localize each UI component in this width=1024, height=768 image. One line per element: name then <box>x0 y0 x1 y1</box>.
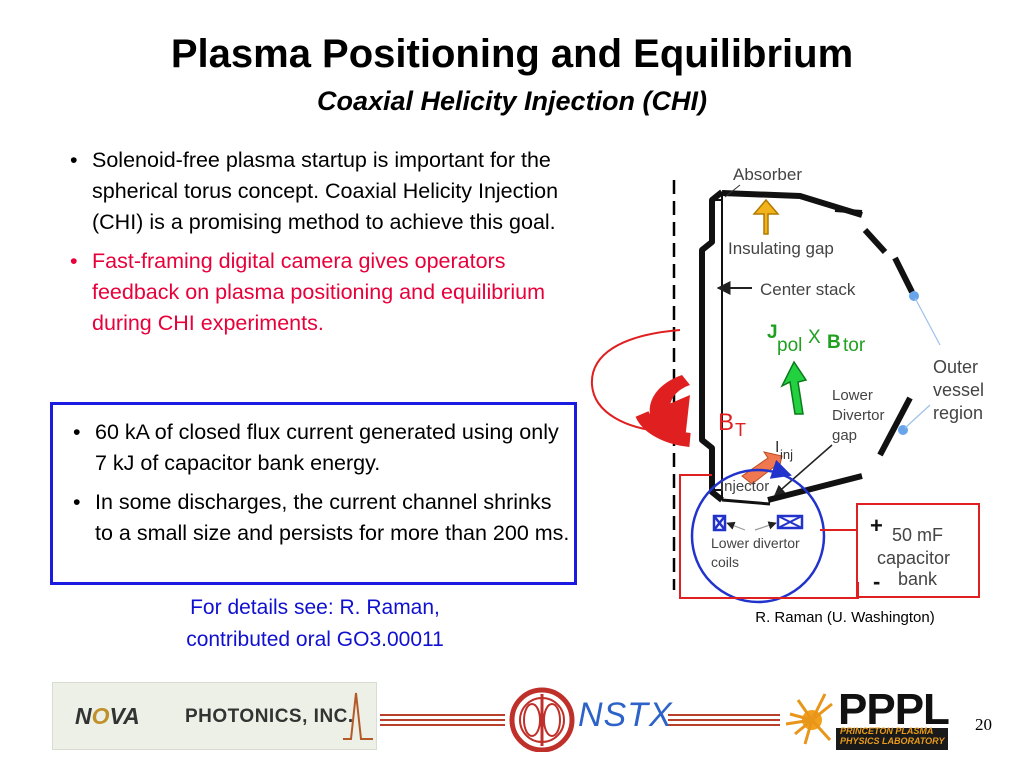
footer-lines <box>380 687 948 752</box>
bt-subscript: T <box>735 420 746 440</box>
capacitor-label-1: 50 mF <box>892 525 943 545</box>
outer-vessel-label-1: Outer <box>933 357 978 377</box>
j-label: J <box>767 322 778 343</box>
bt-thin-arc <box>590 329 681 433</box>
figure-credit: R. Raman (U. Washington) <box>755 609 935 626</box>
injection-arrow <box>741 451 783 485</box>
nstx-ring-icon <box>509 687 575 752</box>
bullet-item: 60 kA of closed flux current generated u… <box>65 417 570 479</box>
details-line-1: For details see: R. Raman, <box>190 596 440 619</box>
divertor-coil-right <box>776 514 804 530</box>
upper-outer-wall <box>862 227 888 255</box>
bt-arrow <box>649 375 690 438</box>
pol-label: pol <box>777 335 802 356</box>
slide-title: Plasma Positioning and Equilibrium <box>170 32 854 76</box>
pulse-icon <box>343 692 373 740</box>
minus-terminal: - <box>873 569 880 594</box>
bullet-item: In some discharges, the current channel … <box>65 487 570 549</box>
tor-label: tor <box>843 335 866 356</box>
pppl-subtitle-line-2: PHYSICS LABORATORY <box>840 736 945 746</box>
center-stack-wall <box>699 189 724 503</box>
pppl-subtitle-line-1: PRINCETON PLASMA <box>840 726 934 736</box>
circuit-wire <box>679 474 859 599</box>
pppl-logo-text: PPPL <box>838 685 950 734</box>
highlight-box: 60 kA of closed flux current generated u… <box>50 402 577 585</box>
iinj-subscript: inj <box>780 447 793 462</box>
nova-logo-subtitle: PHOTONICS, INC. <box>185 706 354 727</box>
pppl-starburst-icon <box>785 693 833 745</box>
bt-label: B <box>718 409 734 436</box>
lower-divertor-gap-label-2: Divertor <box>832 407 885 424</box>
divertor-coil-left <box>712 514 727 532</box>
outer-wall-right <box>892 256 915 294</box>
nova-photonics-logo: NOVA PHOTONICS, INC. <box>52 682 377 750</box>
outer-vessel-label-3: region <box>933 403 983 423</box>
absorber-label: Absorber <box>733 165 802 184</box>
page-number: 20 <box>975 715 992 734</box>
details-line-2: contributed oral GO3.00011 <box>186 628 444 651</box>
nova-logo-va: VA <box>109 703 140 729</box>
absorber-plate <box>721 190 863 218</box>
nstx-logo-text: NSTX <box>578 696 673 734</box>
injector-label: Injector <box>720 478 769 495</box>
jxb-arrow <box>780 360 808 415</box>
pppl-logo-subtitle: PRINCETON PLASMA PHYSICS LABORATORY <box>840 726 945 746</box>
capacitor-label-2: capacitor <box>877 548 950 568</box>
outer-vessel-label-2: vessel <box>933 380 984 400</box>
bullet-item: Solenoid-free plasma startup is importan… <box>62 145 582 238</box>
lower-divertor-gap-label-3: gap <box>832 427 857 444</box>
nova-logo-n: N <box>75 703 92 729</box>
insulating-gap-label: Insulating gap <box>728 239 834 258</box>
b-label: B <box>827 332 841 353</box>
bullet-list-boxed: 60 kA of closed flux current generated u… <box>65 417 570 557</box>
footer-logos: NOVA PHOTONICS, INC. NSTX PPPL PRINCETON… <box>0 682 1024 752</box>
circuit-loop <box>690 468 826 604</box>
plus-terminal: + <box>870 513 883 538</box>
capacitor-label-3: bank <box>898 569 938 589</box>
bullet-list-top: Solenoid-free plasma startup is importan… <box>62 145 582 347</box>
divertor-gap-pointer <box>774 444 833 496</box>
lower-divertor-coils-label-1: Lower divertor <box>711 535 800 551</box>
iinj-label: I <box>775 439 779 456</box>
capacitor-bank <box>856 503 980 598</box>
absorber-arrow <box>752 198 780 235</box>
lower-divertor-gap-label-1: Lower <box>832 387 873 404</box>
lower-divertor-plate <box>767 473 863 503</box>
bullet-item-highlight: Fast-framing digital camera gives operat… <box>62 246 582 339</box>
slide-subtitle: Coaxial Helicity Injection (CHI) <box>316 86 708 116</box>
cross-label: X <box>808 327 821 348</box>
lower-divertor-coils-label-2: coils <box>711 554 739 570</box>
center-stack-label: Center stack <box>760 280 856 299</box>
nova-logo-o: O <box>91 703 110 729</box>
bt-arrow-head <box>655 395 690 440</box>
details-reference: For details see: R. Raman, contributed o… <box>130 592 500 656</box>
